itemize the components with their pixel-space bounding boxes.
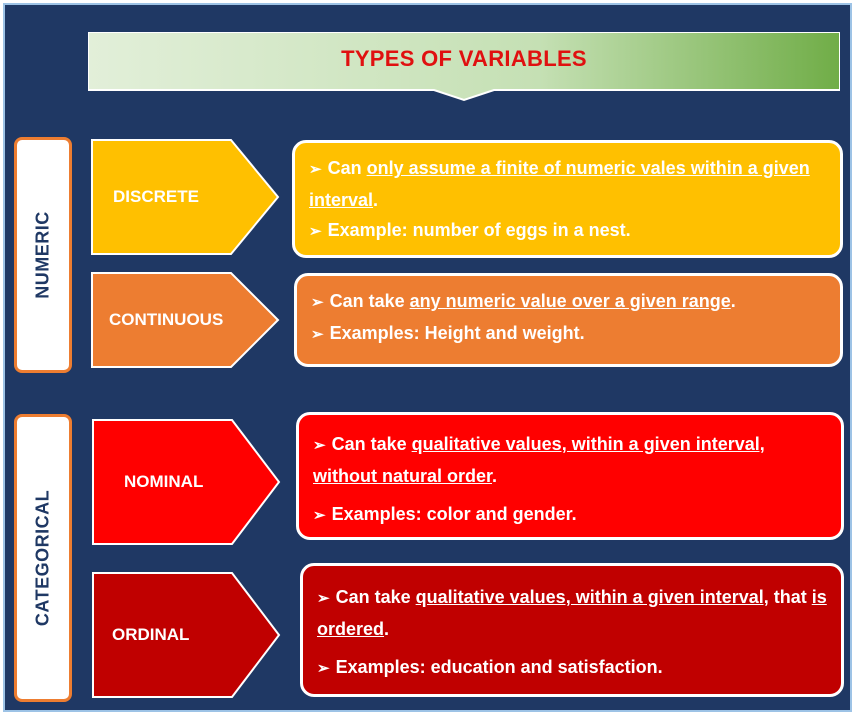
group-numeric-label: NUMERIC	[32, 211, 53, 299]
arrowhead-bullet-icon: ➢	[317, 590, 330, 607]
arrowhead-bullet-icon: ➢	[309, 223, 322, 240]
ordinal-definition: ➢Can take qualitative values, within a g…	[317, 587, 827, 639]
discrete-example: ➢Example: number of eggs in a nest.	[309, 220, 631, 240]
ordinal-arrow: ORDINAL	[92, 572, 282, 698]
discrete-definition: ➢Can only assume a finite of numeric val…	[309, 158, 810, 210]
group-categorical: CATEGORICAL	[14, 414, 72, 702]
discrete-description: ➢Can only assume a finite of numeric val…	[292, 140, 843, 258]
page-title: TYPES OF VARIABLES	[341, 46, 587, 71]
nominal-example: ➢Examples: color and gender.	[313, 504, 577, 524]
group-numeric: NUMERIC	[14, 137, 72, 373]
arrowhead-bullet-icon: ➢	[313, 507, 326, 524]
arrowhead-bullet-icon: ➢	[317, 660, 330, 677]
nominal-description: ➢Can take qualitative values, within a g…	[296, 412, 844, 540]
discrete-arrow: DISCRETE	[91, 139, 281, 255]
continuous-definition: ➢Can take any numeric value over a given…	[311, 291, 736, 311]
ordinal-description: ➢Can take qualitative values, within a g…	[300, 563, 844, 697]
arrowhead-bullet-icon: ➢	[311, 294, 324, 311]
group-categorical-label: CATEGORICAL	[32, 489, 53, 627]
arrowhead-bullet-icon: ➢	[311, 326, 324, 343]
continuous-description: ➢Can take any numeric value over a given…	[294, 273, 843, 367]
arrowhead-bullet-icon: ➢	[309, 161, 322, 178]
title-banner: TYPES OF VARIABLES	[88, 32, 840, 102]
continuous-label: CONTINUOUS	[109, 310, 224, 329]
nominal-label: NOMINAL	[124, 472, 204, 491]
title-banner-shape	[88, 32, 840, 102]
continuous-example: ➢Examples: Height and weight.	[311, 323, 585, 343]
arrowhead-bullet-icon: ➢	[313, 437, 326, 454]
nominal-definition: ➢Can take qualitative values, within a g…	[313, 434, 765, 486]
ordinal-label: ORDINAL	[112, 625, 190, 644]
discrete-label: DISCRETE	[113, 187, 199, 206]
nominal-arrow: NOMINAL	[92, 419, 282, 545]
continuous-arrow: CONTINUOUS	[91, 272, 281, 368]
ordinal-example: ➢Examples: education and satisfaction.	[317, 657, 663, 677]
